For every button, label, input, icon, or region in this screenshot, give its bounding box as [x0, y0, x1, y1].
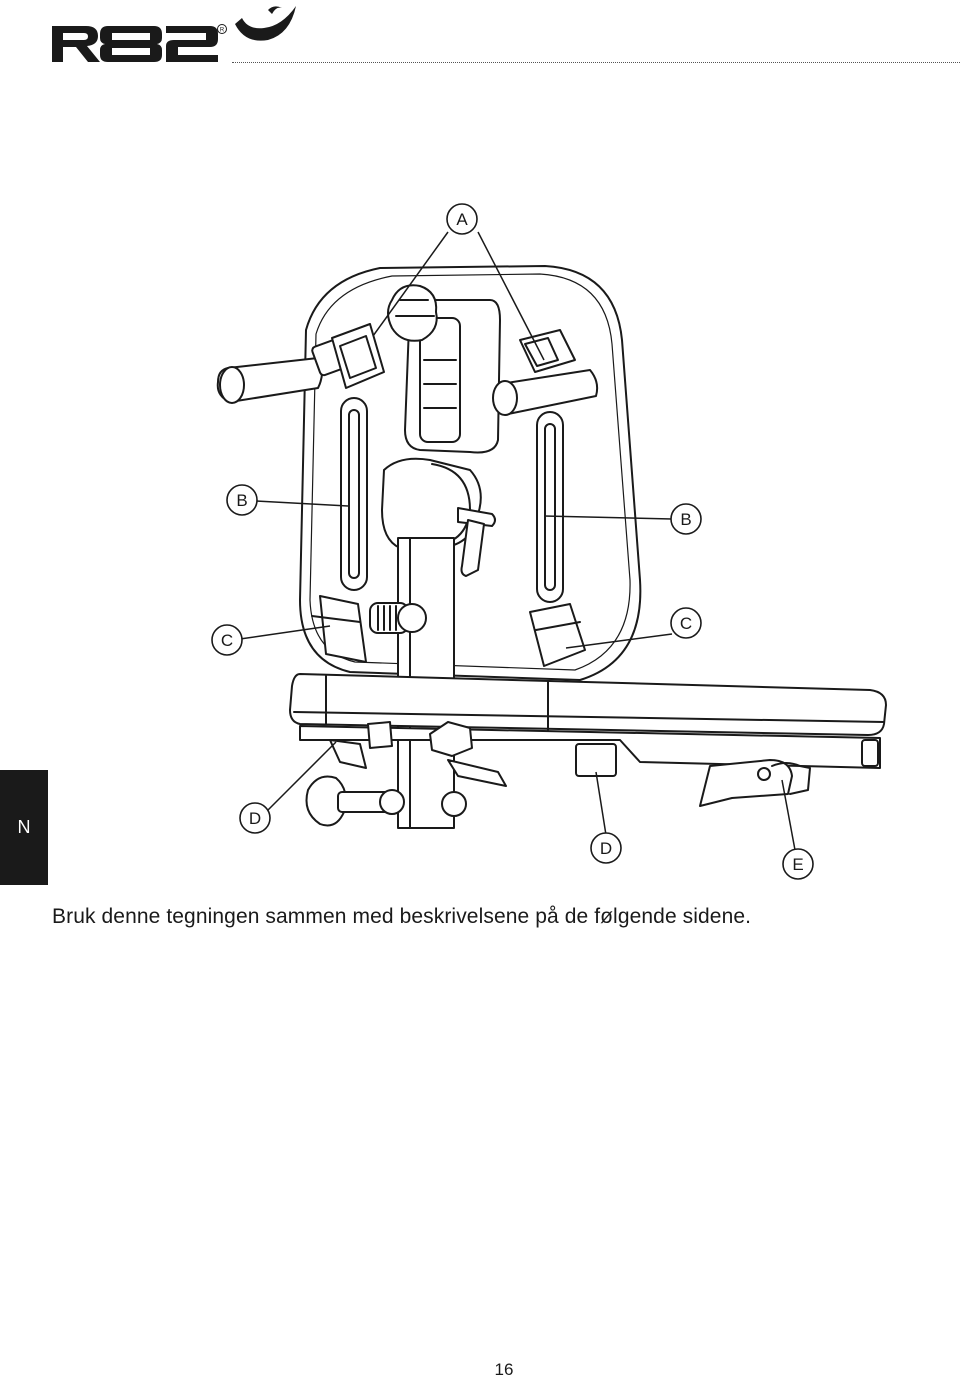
callout-c-left-circle: [211, 624, 243, 656]
callout-b-right: B: [680, 510, 691, 529]
callout-a: A: [456, 210, 468, 229]
page-number: 16: [494, 1360, 514, 1379]
header-divider: [232, 62, 960, 63]
top-knob: [387, 284, 438, 342]
callout-d-left: D: [249, 809, 261, 828]
callout-e-circle: [782, 848, 814, 880]
callout-c-right-circle: [670, 607, 702, 639]
callout-c-right: C: [680, 614, 692, 633]
callout-c-left: C: [221, 631, 233, 650]
tilt-lever: [699, 759, 793, 807]
language-tab: N: [0, 770, 48, 885]
callout-b-left-circle: [226, 484, 258, 516]
svg-text:R: R: [220, 28, 225, 34]
callout-d-right-circle: [590, 832, 622, 864]
product-drawing: A B B C C D D E: [211, 203, 887, 880]
figure-caption: Bruk denne tegningen sammen med beskrive…: [52, 905, 752, 928]
callout-a-circle: [446, 203, 478, 235]
r82-logo: R: [52, 6, 296, 62]
callout-e: E: [792, 855, 803, 874]
callout-b-left: B: [236, 491, 247, 510]
callout-d-right: D: [600, 839, 612, 858]
language-tab-label: N: [17, 817, 31, 837]
callout-d-left-circle: [239, 802, 271, 834]
callout-b-right-circle: [670, 503, 702, 535]
